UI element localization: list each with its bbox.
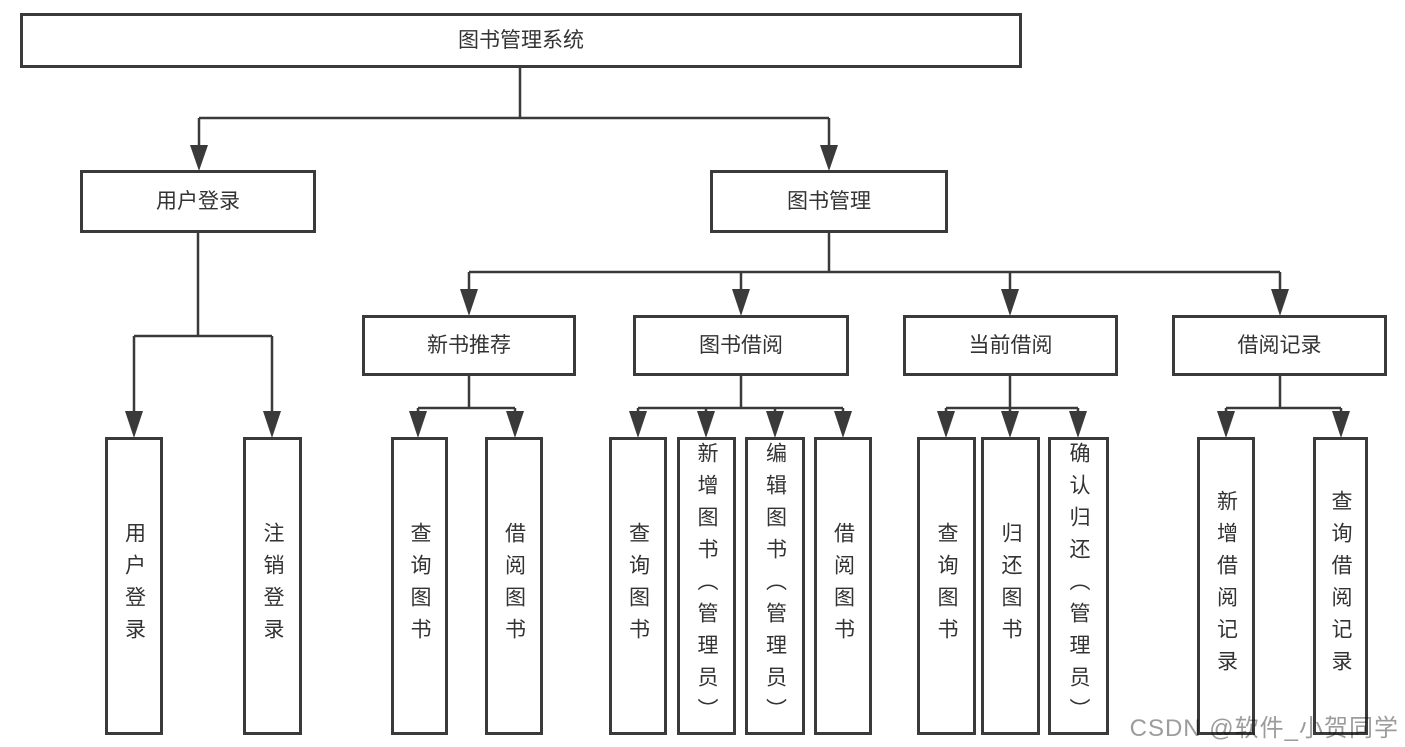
leaf-user-login: 用户登录	[105, 437, 163, 735]
node-borrow-record-label: 借阅记录	[1237, 334, 1322, 357]
leaf-user-login-label: 用户登录	[122, 522, 146, 650]
leaf-return-book-label: 归还图书	[999, 522, 1022, 650]
node-root: 图书管理系统	[20, 13, 1022, 68]
leaf-logout: 注销登录	[243, 437, 302, 735]
leaf-logout-label: 注销登录	[261, 522, 284, 650]
leaf-add-book-admin: 新增图书（管理员）	[677, 437, 736, 735]
leaf-confirm-return-admin-label: 确认归还（管理员）	[1067, 442, 1090, 730]
leaf-query-borrow-record-label: 查询借阅记录	[1329, 490, 1352, 682]
leaf-recommend-query-book-label: 查询图书	[408, 522, 431, 650]
node-current-borrow: 当前借阅	[903, 315, 1118, 376]
node-current-borrow-label: 当前借阅	[968, 334, 1053, 357]
node-book-borrow: 图书借阅	[633, 315, 849, 376]
node-user-login-label: 用户登录	[156, 190, 240, 213]
leaf-edit-book-admin: 编辑图书（管理员）	[745, 437, 805, 735]
leaf-add-borrow-record: 新增借阅记录	[1197, 437, 1255, 735]
leaf-add-book-admin-label: 新增图书（管理员）	[695, 442, 718, 730]
node-new-book-recommend-label: 新书推荐	[427, 334, 511, 357]
node-root-label: 图书管理系统	[458, 29, 584, 52]
arrowheads	[125, 145, 1350, 438]
leaf-add-borrow-record-label: 新增借阅记录	[1214, 490, 1238, 682]
leaf-recommend-borrow-book: 借阅图书	[485, 437, 543, 735]
leaf-confirm-return-admin: 确认归还（管理员）	[1048, 437, 1109, 735]
node-user-login: 用户登录	[80, 170, 316, 233]
leaf-current-query-book-label: 查询图书	[935, 522, 958, 650]
leaf-current-query-book: 查询图书	[917, 437, 976, 735]
node-book-management: 图书管理	[710, 170, 948, 233]
leaf-borrow-book-label: 借阅图书	[831, 522, 855, 650]
leaf-edit-book-admin-label: 编辑图书（管理员）	[763, 442, 787, 730]
node-borrow-record: 借阅记录	[1172, 315, 1387, 376]
leaf-borrow-query-book: 查询图书	[609, 437, 667, 735]
leaf-recommend-borrow-book-label: 借阅图书	[502, 522, 526, 650]
leaf-borrow-book: 借阅图书	[814, 437, 872, 735]
leaf-recommend-query-book: 查询图书	[391, 437, 448, 735]
node-book-management-label: 图书管理	[787, 190, 871, 213]
csdn-watermark: CSDN @软件_小贺同学	[1129, 715, 1399, 742]
leaf-return-book: 归还图书	[981, 437, 1040, 735]
node-new-book-recommend: 新书推荐	[362, 315, 576, 376]
node-book-borrow-label: 图书借阅	[699, 334, 783, 357]
leaf-borrow-query-book-label: 查询图书	[626, 522, 650, 650]
leaf-query-borrow-record: 查询借阅记录	[1313, 437, 1368, 735]
